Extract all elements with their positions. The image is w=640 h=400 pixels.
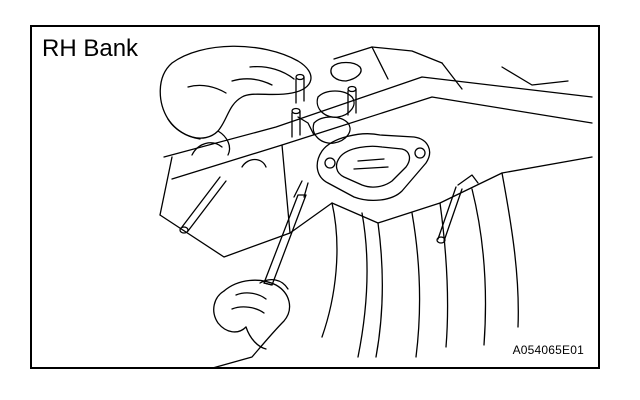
illustration-frame: RH Bank A054065E01 xyxy=(30,25,600,369)
engine-illustration xyxy=(32,27,600,369)
gasket-flange xyxy=(317,134,429,201)
stud-bolts xyxy=(292,75,356,138)
intake-runners xyxy=(322,173,518,357)
cylinder-head-drawing xyxy=(160,47,592,257)
right-bolt xyxy=(437,175,478,243)
lower-hand-drawing xyxy=(202,280,290,369)
upper-hand-drawing xyxy=(160,46,311,155)
port-openings xyxy=(313,63,361,144)
bank-label: RH Bank xyxy=(42,35,139,62)
figure-id: A054065E01 xyxy=(512,343,584,357)
screwdriver-tool xyxy=(264,181,308,285)
bolt-rod xyxy=(180,177,226,233)
